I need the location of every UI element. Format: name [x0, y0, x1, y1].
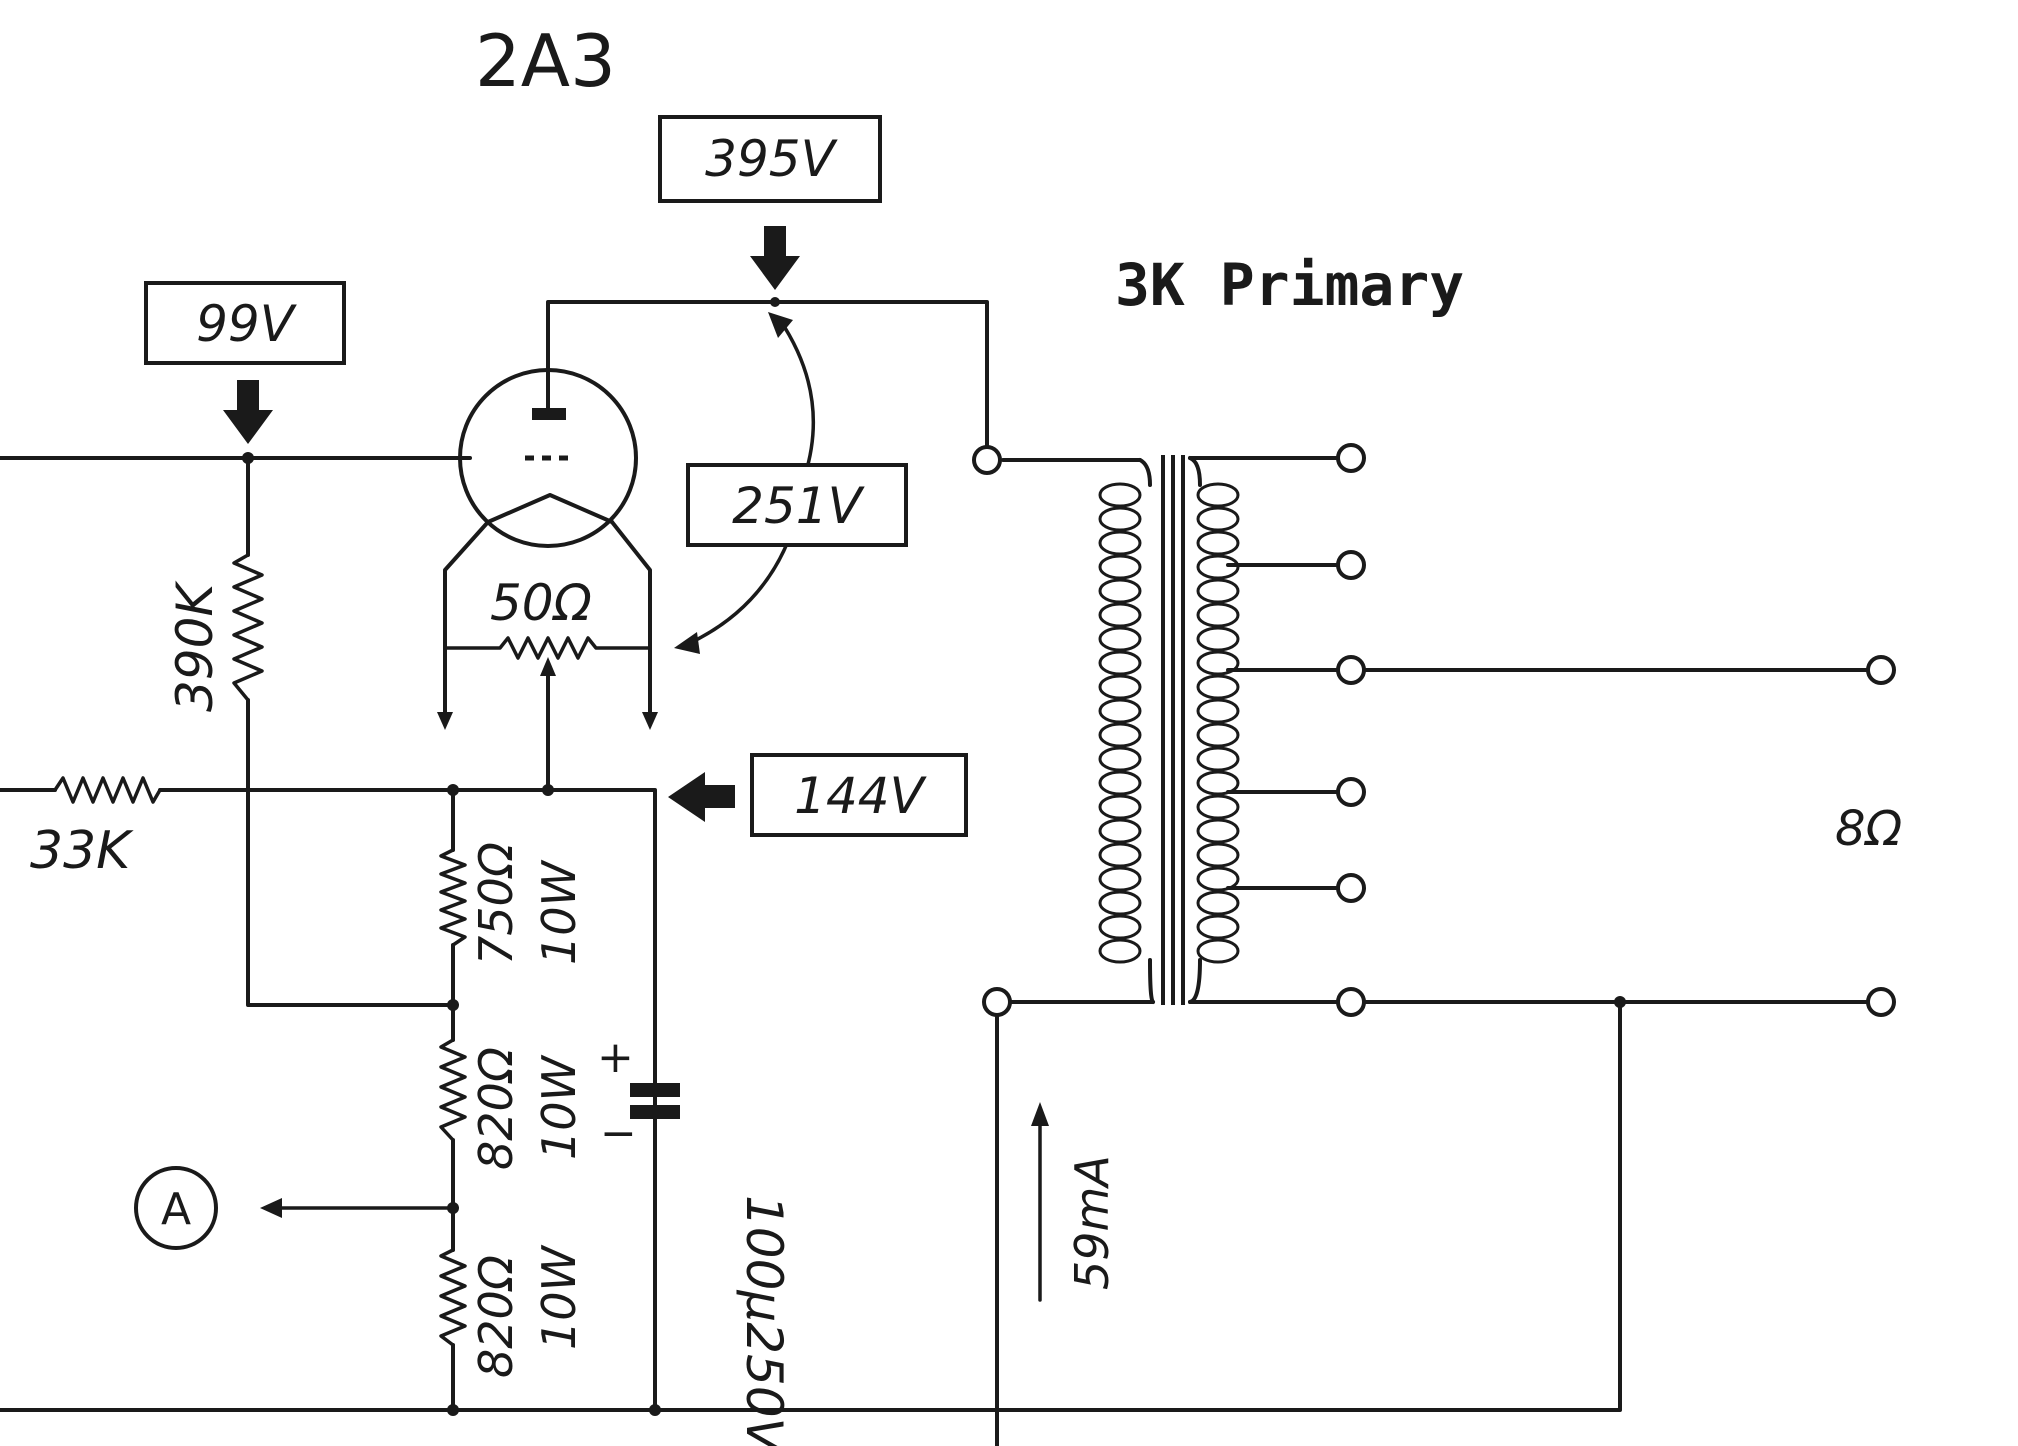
filament-leg-right: [610, 520, 652, 650]
capacitor-100u: [630, 1083, 680, 1119]
capacitor-plate-top: [630, 1083, 680, 1097]
tube-plate: [532, 408, 566, 420]
arrow-to-a-head: [260, 1198, 282, 1218]
arrow-99v: [223, 380, 273, 444]
connector-a: A: [134, 1166, 218, 1250]
voltage-box-99v: 99V: [144, 281, 346, 365]
filament-arrow-left: [437, 712, 453, 730]
secondary-lead-top: [1188, 456, 1202, 487]
r1-watts-label: 10W: [532, 859, 586, 965]
secondary-terminal-3: [1336, 655, 1366, 685]
potentiometer-50: [443, 636, 652, 660]
primary-lead-bottom: [1148, 958, 1155, 1004]
capacitor-label: 100μ250V: [735, 1195, 793, 1446]
primary-winding: [1098, 482, 1142, 964]
r1-value-label: 750Ω: [469, 842, 523, 965]
filament-leg-left: [443, 520, 490, 650]
secondary-terminal-1: [1336, 443, 1366, 473]
junctions: [242, 297, 1626, 1416]
output-impedance-label: 8Ω: [1835, 801, 1903, 857]
secondary-terminal-5: [1336, 873, 1366, 903]
primary-terminal-top: [972, 445, 1002, 475]
plate-wire: [546, 300, 989, 462]
output-terminal-hot: [1866, 655, 1896, 685]
current-arrow-head: [1031, 1102, 1049, 1126]
secondary-winding: [1196, 482, 1240, 964]
grid-resistor-label: 390K: [166, 580, 224, 712]
arrow-251v-head-bottom: [674, 632, 700, 654]
capacitor-plate-bottom: [630, 1105, 680, 1119]
r2-value-label: 820Ω: [469, 1047, 523, 1170]
resistor-390k: [232, 553, 264, 702]
grid-voltage-label: 99V: [196, 295, 298, 353]
arrow-144v: [668, 772, 735, 822]
arrow-251v-head-top: [768, 312, 793, 338]
connector-a-label: A: [161, 1184, 191, 1235]
terminals: [972, 443, 1896, 1017]
cathode-voltage-label: 144V: [794, 767, 927, 825]
secondary-terminal-2: [1336, 550, 1366, 580]
voltage-box-395v: 395V: [658, 115, 882, 203]
tube-filament: [486, 493, 614, 524]
tube-envelope: [458, 368, 638, 548]
r2-watts-label: 10W: [532, 1054, 586, 1160]
secondary-terminal-4: [1336, 777, 1366, 807]
filament-arrow-right: [642, 712, 658, 730]
cap-plus-label: +: [597, 1032, 634, 1083]
resistors: [53, 553, 652, 1347]
tube-label: 2A3: [475, 19, 616, 103]
resistor-750: [439, 848, 467, 947]
primary-lead-top: [1138, 458, 1152, 487]
output-terminal-ground: [1866, 987, 1896, 1017]
tube-2a3: [437, 368, 658, 792]
transformer-label: 3K Primary: [1115, 251, 1464, 319]
secondary-terminal-6: [1336, 987, 1366, 1017]
output-transformer: [1098, 455, 1240, 1005]
resistor-33k: [53, 776, 162, 804]
resistor-820-lower: [439, 1248, 467, 1347]
cap-minus-label: −: [600, 1108, 637, 1159]
pot-wiper-arrow: [540, 657, 556, 676]
bias-voltage-label: 251V: [732, 477, 865, 535]
resistor-820-upper: [439, 1038, 467, 1142]
voltage-box-251v: 251V: [686, 463, 908, 547]
plate-voltage-label: 395V: [705, 130, 838, 188]
r3-watts-label: 10W: [532, 1244, 586, 1350]
grid-resistor-wire-low: [246, 698, 455, 1007]
hum-pot-label: 50Ω: [490, 574, 592, 632]
current-label: 59mA: [1065, 1155, 1119, 1290]
ground-wire: [0, 1000, 1622, 1412]
input-resistor-label: 33K: [30, 821, 134, 881]
primary-terminal-bottom: [982, 987, 1012, 1017]
r3-value-label: 820Ω: [469, 1255, 523, 1378]
arrow-395v: [750, 226, 800, 290]
secondary-lead-bottom: [1188, 958, 1202, 1004]
cathode-bus-wire-main: [158, 788, 657, 1412]
voltage-box-144v: 144V: [750, 753, 968, 837]
wires: [0, 300, 1870, 1446]
